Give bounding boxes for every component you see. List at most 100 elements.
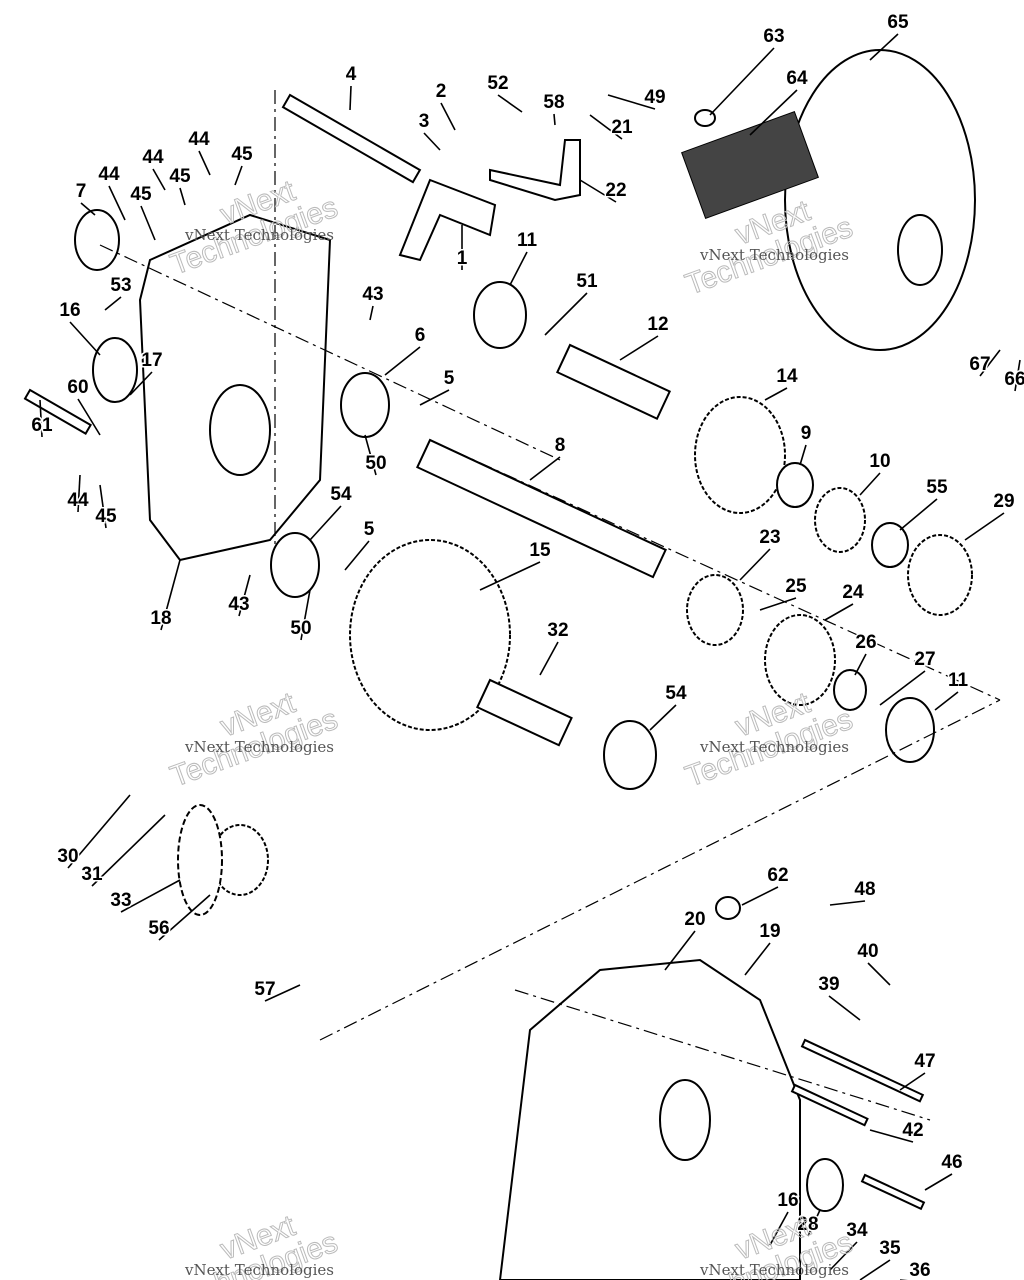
part-callout: 34 <box>846 1220 868 1241</box>
pulley-hub <box>897 214 943 286</box>
part-callout: 40 <box>857 941 878 962</box>
watermark-text: vNext Technologies <box>184 738 334 756</box>
part-callout: 36 <box>909 1260 930 1280</box>
leader-line <box>99 484 107 529</box>
leader-line <box>649 704 677 731</box>
leader-line <box>749 89 798 136</box>
gear-14 <box>694 396 786 514</box>
leader-line <box>859 472 881 496</box>
part-callout: 45 <box>95 506 117 527</box>
part-callout: 14 <box>776 366 798 387</box>
leader-line <box>829 1241 858 1271</box>
gear-29 <box>907 534 973 616</box>
part-callout: 42 <box>902 1120 923 1141</box>
leader-line <box>934 691 959 711</box>
leader-line <box>553 113 556 126</box>
part-callout: 44 <box>142 147 164 168</box>
leader-line <box>769 1211 789 1246</box>
part-callout: 54 <box>330 484 352 505</box>
part-callout: 39 <box>818 974 839 995</box>
part-callout: 11 <box>948 670 969 691</box>
part-callout: 63 <box>763 26 784 47</box>
leader-line <box>497 94 523 113</box>
part-callout: 27 <box>914 649 935 670</box>
part-callout: 55 <box>926 477 948 498</box>
part-callout: 21 <box>611 117 633 138</box>
leader-line <box>741 886 779 906</box>
part-callout: 60 <box>67 377 88 398</box>
seal-28 <box>806 1158 844 1212</box>
centerline <box>514 989 931 1121</box>
leader-line <box>924 1173 953 1191</box>
gear-23 <box>686 574 744 646</box>
part-callout: 15 <box>529 540 551 561</box>
leader-line <box>899 1072 926 1091</box>
leader-line <box>158 894 211 941</box>
part-callout: 49 <box>644 87 665 108</box>
seal-16 <box>92 337 138 403</box>
leader-line <box>234 165 243 186</box>
centerline <box>429 439 1001 701</box>
part-callout: 25 <box>785 576 807 597</box>
leader-line <box>479 561 541 591</box>
leader-line <box>108 185 126 221</box>
part-callout: 7 <box>76 181 87 202</box>
leader-line <box>764 387 788 401</box>
part-callout: 43 <box>362 284 383 305</box>
bolt-61 <box>23 388 92 436</box>
leader-line <box>854 653 867 676</box>
part-callout: 6 <box>415 325 426 346</box>
leader-line <box>664 930 696 971</box>
part-callout: 35 <box>879 1238 901 1259</box>
part-callout: 64 <box>786 68 808 89</box>
part-callout: 32 <box>547 620 568 641</box>
leader-line <box>69 321 101 356</box>
part-callout: 5 <box>444 368 455 389</box>
part-callout: 44 <box>98 164 120 185</box>
leader-line <box>104 296 122 311</box>
leader-line <box>77 398 101 436</box>
leader-line <box>67 794 131 869</box>
part-callout: 54 <box>665 683 687 704</box>
bearing-11 <box>473 281 527 349</box>
part-callout: 50 <box>365 453 386 474</box>
part-callout: 67 <box>969 354 990 375</box>
shift-fork-1 <box>398 178 497 262</box>
drive-belt-64 <box>681 110 819 220</box>
leader-line <box>198 150 211 176</box>
leader-line <box>129 371 153 396</box>
watermark-text: vNext Technologies <box>699 1261 849 1279</box>
leader-line <box>759 597 797 611</box>
part-callout: 8 <box>555 435 566 456</box>
part-callout: 62 <box>767 865 788 886</box>
part-callout: 33 <box>110 890 131 911</box>
leader-line <box>264 984 301 1002</box>
centerline <box>99 244 561 461</box>
leader-line <box>91 814 166 887</box>
bolt-42 <box>790 1083 869 1127</box>
part-callout: 26 <box>855 632 876 653</box>
part-callout: 52 <box>487 73 508 94</box>
leader-line <box>384 346 421 376</box>
parts-layer <box>23 49 1001 1280</box>
leader-line <box>744 942 771 976</box>
leader-line <box>344 540 370 571</box>
leader-line <box>867 962 891 986</box>
pulley-65 <box>784 49 976 351</box>
part-callout: 47 <box>914 1051 935 1072</box>
plug-62 <box>715 896 741 920</box>
shift-lever-22 <box>489 139 581 202</box>
part-callout: 50 <box>290 618 311 639</box>
gear-10 <box>814 487 866 553</box>
leader-line <box>309 505 342 541</box>
bearing-54 <box>270 532 320 598</box>
part-callout: 45 <box>130 184 152 205</box>
bushing-55 <box>871 522 909 568</box>
part-callout: 3 <box>419 111 430 132</box>
part-callout: 43 <box>228 594 249 615</box>
leader-line <box>899 498 938 531</box>
bolt-46 <box>860 1173 926 1211</box>
